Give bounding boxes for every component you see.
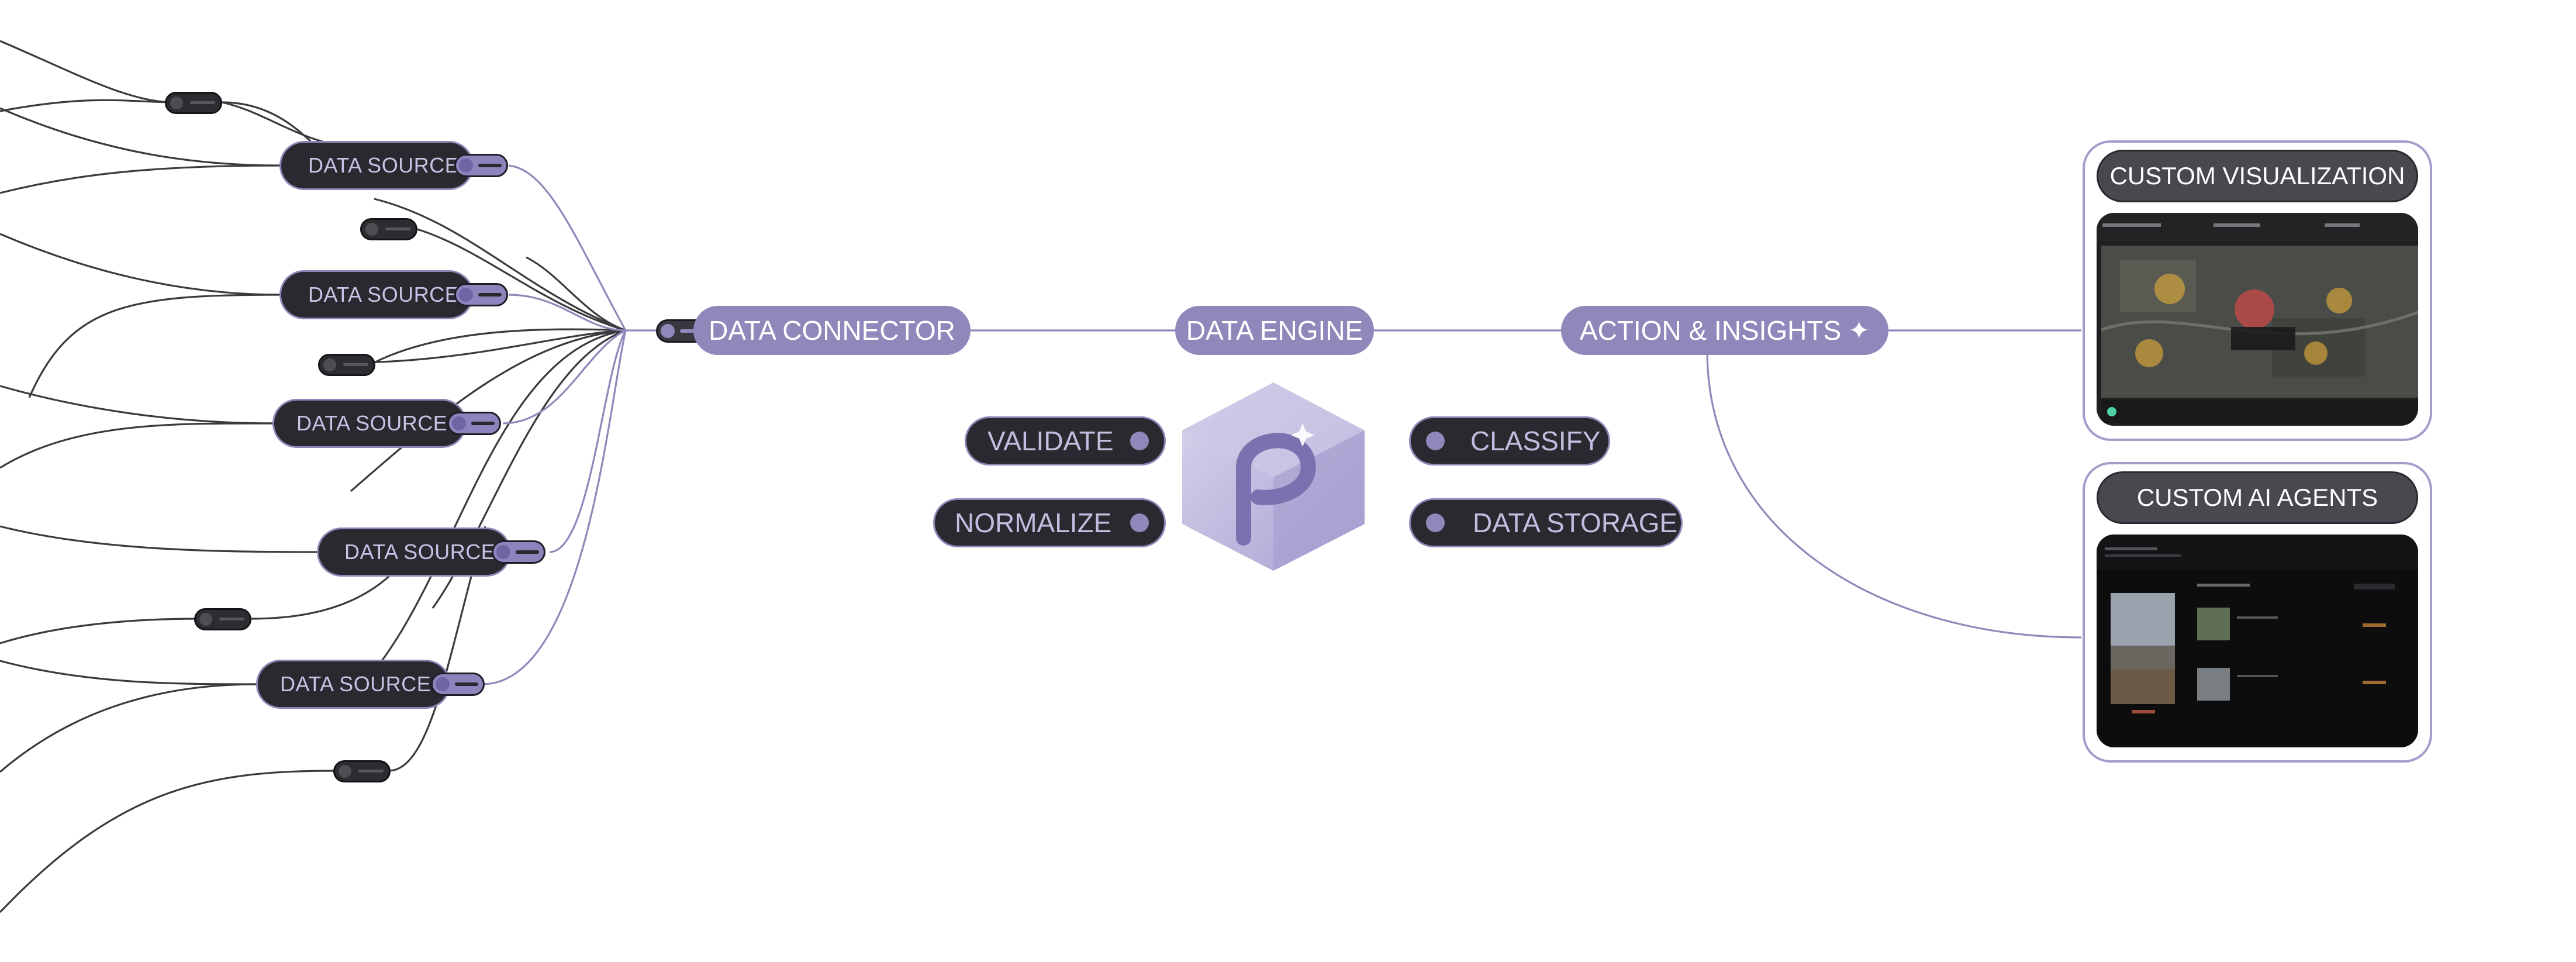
data-connector-node[interactable]: DATA CONNECTOR	[693, 306, 971, 355]
wire	[0, 40, 176, 104]
data-source-node[interactable]: DATA SOURCE	[272, 399, 501, 448]
custom-visualization-panel[interactable]: CUSTOM VISUALIZATION	[2083, 140, 2432, 441]
source-toggle-switch[interactable]	[333, 760, 391, 782]
accent-wire	[1706, 350, 2082, 639]
wire	[0, 618, 199, 644]
wire	[222, 101, 346, 147]
wire	[374, 328, 626, 364]
wire	[0, 525, 322, 553]
sparkle-icon: ✦	[1848, 316, 1870, 345]
custom-visualization-header: CUSTOM VISUALIZATION	[2097, 150, 2418, 202]
map-dashboard-screenshot	[2097, 213, 2418, 426]
wire	[0, 164, 281, 194]
data-storage-node[interactable]: DATA STORAGE	[1409, 498, 1683, 547]
data-source-label: DATA SOURCE	[308, 282, 460, 306]
agent-dashboard-screenshot	[2097, 535, 2418, 747]
status-dot-icon	[1130, 513, 1149, 532]
wire	[0, 233, 281, 296]
data-connector-label: DATA CONNECTOR	[709, 315, 955, 346]
wire	[0, 385, 275, 425]
custom-ai-agents-header: CUSTOM AI AGENTS	[2097, 471, 2418, 524]
accent-wire	[502, 329, 626, 425]
data-source-node[interactable]: DATA SOURCE	[279, 141, 508, 190]
custom-ai-agents-title: CUSTOM AI AGENTS	[2136, 484, 2378, 511]
data-source-toggle[interactable]	[447, 412, 501, 435]
p-logo-hexagon-icon	[1182, 382, 1365, 571]
data-source-node[interactable]: DATA SOURCE	[256, 660, 485, 709]
normalize-node[interactable]: NORMALIZE	[933, 498, 1166, 547]
accent-wire	[549, 330, 627, 553]
source-toggle-switch[interactable]	[318, 354, 375, 376]
accent-wire	[508, 294, 626, 332]
wire	[409, 226, 626, 332]
action-insights-node[interactable]: ACTION & INSIGHTS ✦	[1561, 306, 1888, 355]
validate-label: VALIDATE	[987, 426, 1114, 456]
wire	[526, 256, 626, 332]
data-source-label: DATA SOURCE	[280, 672, 431, 696]
wire	[0, 422, 275, 469]
source-toggle-switch[interactable]	[360, 218, 417, 240]
wire	[0, 683, 258, 773]
custom-visualization-title: CUSTOM VISUALIZATION	[2109, 162, 2405, 189]
data-source-label: DATA SOURCE	[344, 540, 496, 564]
wire	[361, 329, 626, 685]
wire	[350, 329, 626, 492]
data-source-label: DATA SOURCE	[308, 153, 460, 177]
custom-ai-agents-panel[interactable]: CUSTOM AI AGENTS	[2083, 462, 2432, 763]
wire	[0, 99, 176, 112]
data-engine-label: DATA ENGINE	[1186, 315, 1363, 346]
wire	[0, 107, 281, 167]
action-insights-label: ACTION & INSIGHTS	[1579, 315, 1842, 346]
accent-wire	[508, 164, 627, 331]
status-dot-icon	[1130, 432, 1149, 450]
data-engine-node[interactable]: DATA ENGINE	[1175, 306, 1374, 355]
data-source-toggle[interactable]	[454, 283, 508, 306]
data-source-toggle[interactable]	[431, 673, 485, 696]
data-source-node[interactable]: DATA SOURCE	[279, 270, 508, 319]
wire	[28, 294, 281, 398]
wire	[350, 329, 626, 364]
data-source-label: DATA SOURCE	[296, 411, 448, 435]
data-storage-label: DATA STORAGE	[1473, 508, 1678, 538]
wire	[374, 198, 626, 332]
source-toggle-switch[interactable]	[194, 608, 251, 630]
status-dot-icon	[1426, 513, 1445, 532]
data-source-toggle[interactable]	[492, 540, 545, 564]
normalize-label: NORMALIZE	[955, 508, 1112, 538]
data-source-node[interactable]: DATA SOURCE	[317, 527, 545, 577]
wire	[0, 660, 258, 685]
validate-node[interactable]: VALIDATE	[965, 416, 1166, 466]
classify-node[interactable]: CLASSIFY	[1409, 416, 1610, 466]
accent-wire	[482, 330, 627, 685]
wire	[0, 770, 334, 913]
classify-label: CLASSIFY	[1470, 426, 1601, 456]
data-source-toggle[interactable]	[454, 154, 508, 177]
source-toggle-switch[interactable]	[165, 92, 222, 114]
status-dot-icon	[1426, 432, 1445, 450]
